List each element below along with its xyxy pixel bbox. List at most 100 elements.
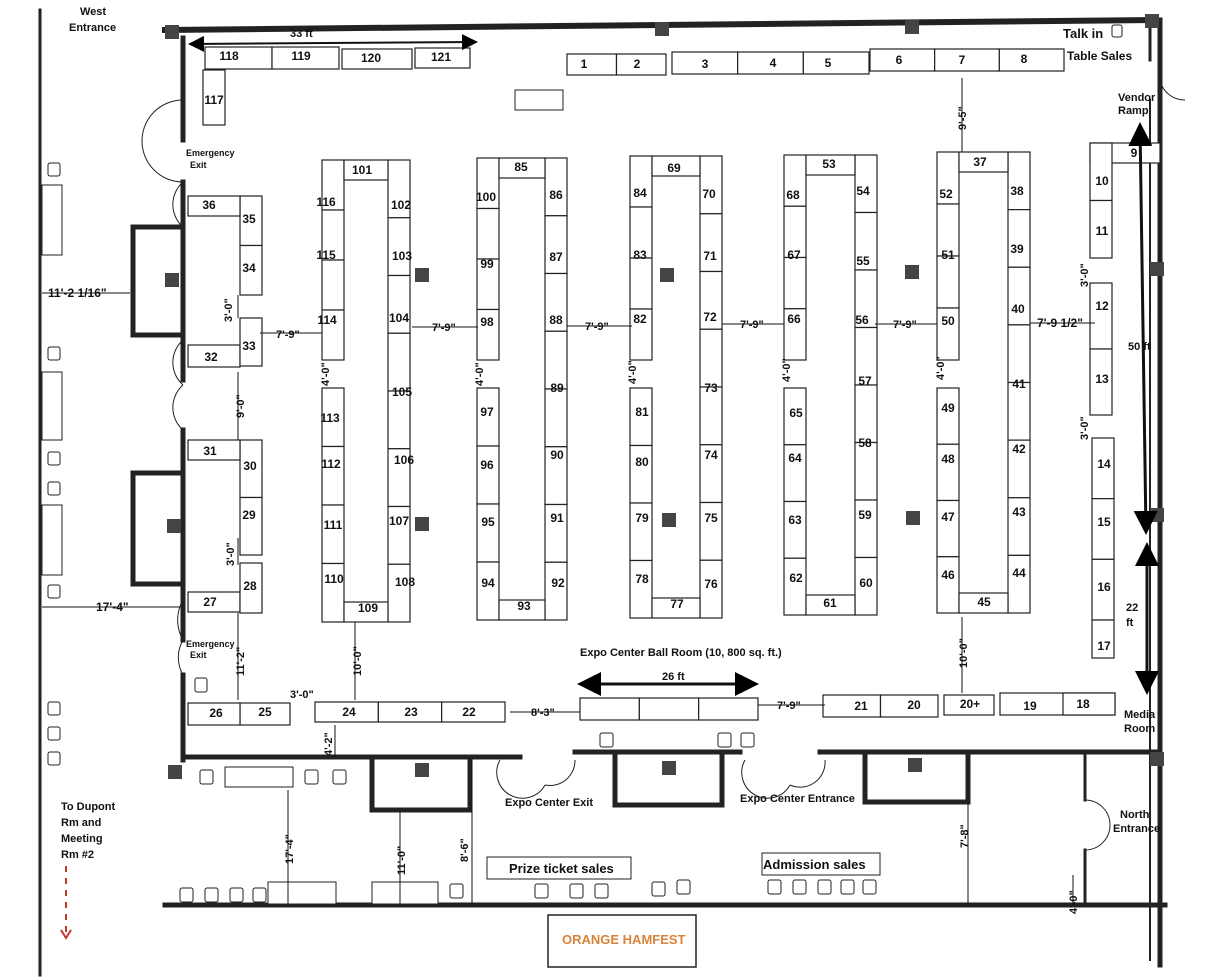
booth-25: 25 — [258, 705, 272, 719]
booth-38: 38 — [1010, 184, 1024, 198]
dim-33ft: 33 ft — [290, 28, 313, 40]
dupont-arrow-icon — [60, 866, 72, 940]
booth-6: 6 — [896, 53, 903, 67]
booth-table — [476, 503, 500, 563]
booth-table — [936, 556, 960, 614]
dim-11-2: 11'-2" — [235, 647, 247, 676]
booth-15: 15 — [1097, 515, 1111, 529]
booth-table — [343, 601, 389, 623]
booth-27: 27 — [203, 595, 217, 609]
booth-103: 103 — [392, 249, 412, 263]
booth-31: 31 — [203, 444, 217, 458]
booth-5: 5 — [825, 56, 832, 70]
booth-table — [1007, 324, 1031, 384]
dim-50ft: 50 ft — [1128, 341, 1151, 353]
booth-40: 40 — [1011, 302, 1025, 316]
booth-20: 20 — [907, 698, 921, 712]
booth-table — [802, 51, 870, 75]
admission-label: Admission sales — [763, 857, 866, 872]
booth-table — [187, 195, 241, 217]
booth-71: 71 — [703, 249, 717, 263]
dim-4-2: 4'-2" — [323, 732, 335, 756]
dim-10-0-b: 10'-0" — [958, 638, 970, 668]
media-room-label-1: Media — [1124, 709, 1156, 721]
booth-1: 1 — [581, 57, 588, 71]
booth-99: 99 — [480, 257, 494, 271]
dim-4-0-b: 4'-0" — [474, 362, 486, 386]
booth-54: 54 — [856, 184, 870, 198]
talk-in-label: Talk in — [1063, 26, 1103, 41]
booth-119: 119 — [291, 49, 311, 63]
booth-table — [1007, 151, 1031, 211]
booth-table — [1089, 199, 1113, 259]
booth-17: 17 — [1097, 639, 1111, 653]
booth-46: 46 — [941, 568, 955, 582]
orange-hamfest-label: ORANGE HAMFEST — [562, 932, 686, 947]
booth-58: 58 — [858, 436, 872, 450]
booth-table — [699, 155, 723, 215]
dim-11-0: 11'-0" — [396, 846, 408, 875]
booth-8: 8 — [1021, 52, 1028, 66]
booth-113: 113 — [320, 411, 340, 425]
booth-table — [476, 308, 500, 361]
vendor-ramp-label-1: Vendor — [1118, 92, 1156, 104]
booth-table — [629, 308, 653, 361]
booth-100: 100 — [476, 190, 496, 204]
dim-4-0-a: 4'-0" — [320, 362, 332, 386]
booth-36: 36 — [202, 198, 216, 212]
booth-18: 18 — [1076, 697, 1090, 711]
booth-84: 84 — [633, 186, 647, 200]
booth-64: 64 — [788, 451, 802, 465]
booth-93: 93 — [517, 599, 531, 613]
booth-table — [699, 328, 723, 388]
booth-96: 96 — [480, 458, 494, 472]
booth-23: 23 — [404, 705, 418, 719]
booth-table — [1089, 142, 1113, 202]
booth-68: 68 — [786, 188, 800, 202]
booth-106: 106 — [394, 453, 414, 467]
booth-table — [698, 697, 759, 721]
north-entrance-label-2: Entrance — [1113, 823, 1160, 835]
booth-29: 29 — [242, 508, 256, 522]
dim-3-0-east-1: 3'-0" — [1079, 263, 1091, 287]
booth-45: 45 — [977, 595, 991, 609]
booth-table — [936, 499, 960, 558]
booth-table — [498, 157, 546, 179]
dim-7-9-south: 7'-9" — [777, 700, 801, 712]
booth-table — [239, 496, 263, 556]
door-arcs — [141, 79, 1186, 851]
booth-table — [321, 259, 345, 311]
booth-table — [321, 504, 345, 565]
booth-table — [699, 386, 723, 446]
booth-44: 44 — [1012, 566, 1026, 580]
dim-7-8: 7'-8" — [959, 824, 971, 848]
emergency-exit-south-1: Emergency — [186, 639, 235, 649]
booth-89: 89 — [550, 381, 564, 395]
booth-111: 111 — [324, 518, 343, 532]
booth-table — [579, 697, 640, 721]
dim-8-3: 8'-3" — [531, 707, 555, 719]
booth-60: 60 — [859, 576, 873, 590]
dim-4-0-d: 4'-0" — [781, 358, 793, 382]
emergency-exit-north-1: Emergency — [186, 148, 235, 158]
booth-62: 62 — [789, 571, 803, 585]
booth-67: 67 — [787, 248, 801, 262]
dim-aisle-1: 7'-9" — [276, 329, 300, 341]
booth-73: 73 — [704, 381, 718, 395]
booth-table — [1007, 554, 1031, 614]
booth-104: 104 — [389, 311, 409, 325]
booth-83: 83 — [633, 248, 647, 262]
booth-35: 35 — [242, 212, 256, 226]
booth-57: 57 — [858, 374, 872, 388]
booth-table — [936, 307, 960, 361]
vendor-ramp-label-2: Ramp — [1118, 105, 1149, 117]
booth-92: 92 — [551, 576, 565, 590]
booth-79: 79 — [635, 511, 649, 525]
booth-98: 98 — [480, 315, 494, 329]
booth-table — [958, 592, 1009, 614]
booth-table — [321, 309, 345, 361]
booth-66: 66 — [787, 312, 801, 326]
booth-39: 39 — [1010, 242, 1024, 256]
booth-table — [1089, 282, 1113, 350]
dim-9-5: 9'-5" — [957, 106, 969, 130]
